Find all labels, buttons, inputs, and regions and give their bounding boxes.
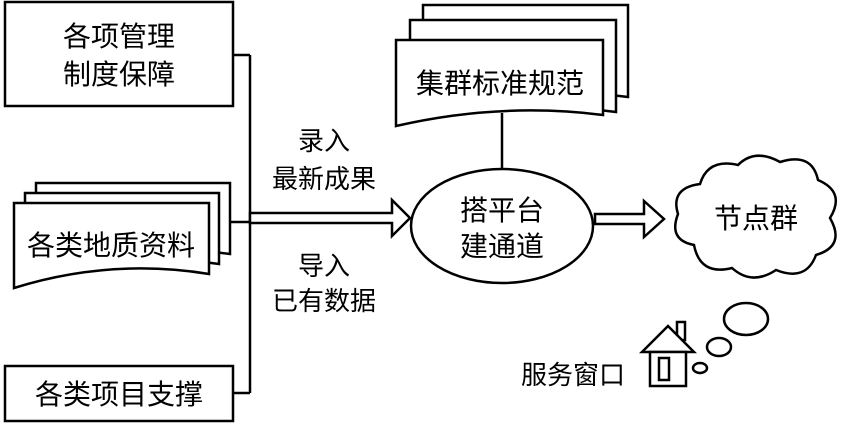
arrow-label-input: 录入 最新成果 — [272, 127, 376, 195]
input-label-line-1: 录入 — [298, 127, 350, 157]
hollow-arrow-to-cloud — [593, 198, 666, 240]
import-label-line-1: 导入 — [298, 252, 350, 282]
project-support-box: 各类项目支撑 — [3, 364, 235, 423]
management-line-2: 制度保障 — [63, 58, 175, 91]
cluster-standard-document-stack: 集群标准规范 — [394, 3, 630, 128]
bubble-large — [722, 301, 770, 337]
bubble-small — [691, 361, 709, 375]
management-line-1: 各项管理 — [63, 20, 175, 53]
center-node-line-2: 建通道 — [460, 230, 544, 263]
node-group-cloud: 节点群 — [674, 154, 838, 279]
center-node-line-1: 搭平台 — [460, 194, 544, 227]
project-support-label: 各类项目支撑 — [35, 378, 203, 411]
arrow-label-import: 导入 已有数据 — [272, 252, 376, 317]
import-label-line-2: 已有数据 — [272, 287, 376, 317]
center-platform-node: 搭平台 建通道 — [409, 167, 595, 285]
thought-bubbles — [691, 301, 770, 375]
cloud-label: 节点群 — [714, 202, 798, 235]
management-system-box: 各项管理 制度保障 — [3, 0, 235, 108]
service-window-label: 服务窗口 — [521, 361, 625, 391]
geology-data-label: 各类地质资料 — [27, 229, 195, 262]
geology-data-document-stack: 各类地质资料 — [12, 181, 232, 290]
cluster-standard-label: 集群标准规范 — [416, 67, 584, 100]
input-label-line-2: 最新成果 — [272, 165, 376, 195]
house-icon — [638, 320, 698, 388]
bubble-medium — [705, 336, 733, 358]
hollow-arrow-to-center — [248, 196, 412, 240]
